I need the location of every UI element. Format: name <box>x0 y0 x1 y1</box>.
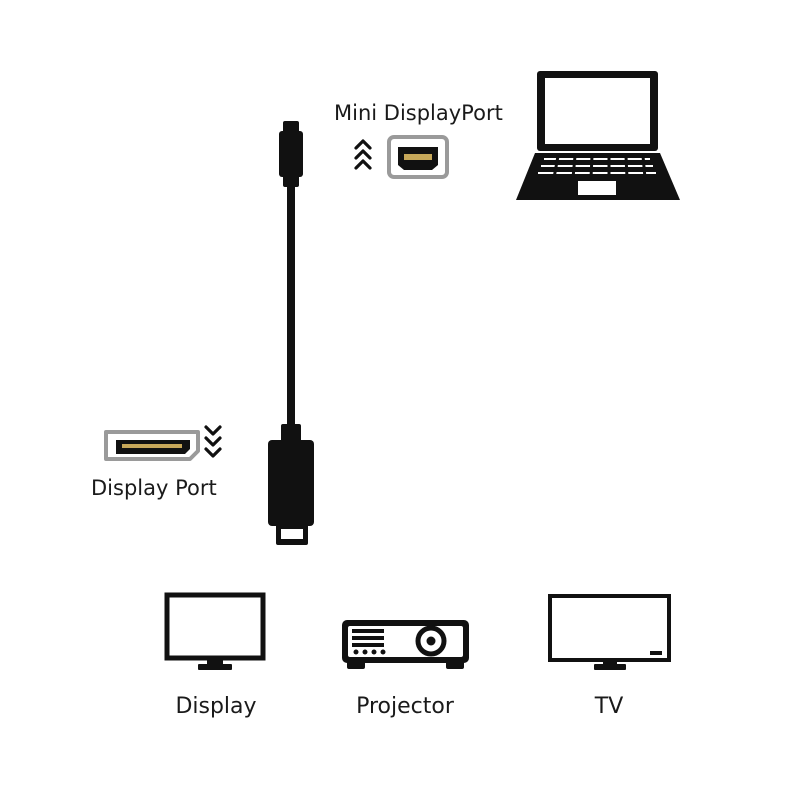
laptop-icon <box>516 71 680 200</box>
device-label-projector: Projector <box>356 694 454 719</box>
triple-chevron-down-icon <box>204 425 222 458</box>
cable-icon <box>268 121 314 545</box>
displayport-connector-icon <box>104 430 200 461</box>
displayport-label: Display Port <box>91 476 217 500</box>
mini-displayport-label: Mini DisplayPort <box>334 101 503 125</box>
device-label-tv: TV <box>594 694 624 719</box>
mini-displayport-connector-icon <box>387 135 449 179</box>
device-label-display: Display <box>175 694 257 719</box>
monitor-icon <box>164 592 266 670</box>
projector-icon <box>342 620 469 669</box>
triple-chevron-up-icon <box>354 139 372 170</box>
tv-icon <box>548 594 671 670</box>
